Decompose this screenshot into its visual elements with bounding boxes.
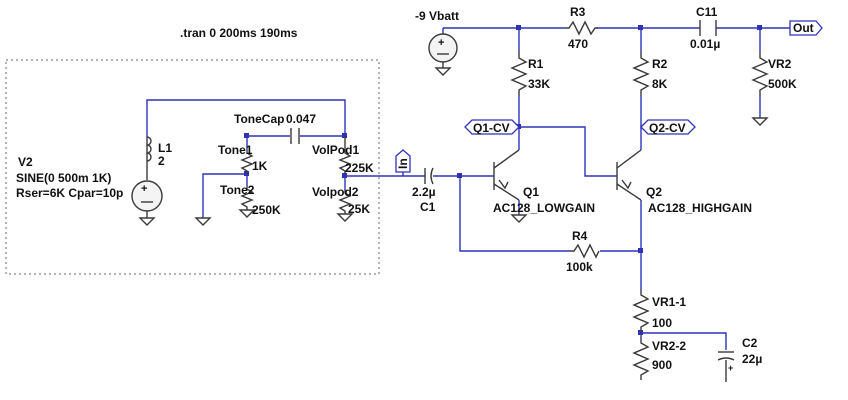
junction-r4-emitter — [638, 248, 643, 253]
junction-tone-top — [244, 133, 249, 138]
q2-model: AC128_HIGHGAIN — [648, 201, 752, 215]
battery-symbol[interactable]: + — [428, 33, 458, 76]
ground-icon — [336, 213, 354, 222]
wire-tone-ground — [202, 173, 247, 218]
q1cv-label: Q1-CV — [473, 121, 510, 135]
wire-c2-top — [641, 332, 727, 350]
vr1-1-name: VR1-1 — [652, 295, 686, 309]
q1-name: Q1 — [523, 185, 539, 199]
junction-q1-base — [457, 173, 462, 178]
volpod2-name: Volpod2 — [312, 185, 359, 199]
q2-transistor[interactable] — [616, 149, 642, 201]
q1-model: AC128_LOWGAIN — [493, 201, 595, 215]
r1-resistor[interactable] — [510, 52, 528, 96]
r2-resistor[interactable] — [632, 52, 650, 96]
junction-volpod-top — [342, 133, 347, 138]
vr1-1-resistor[interactable] — [632, 290, 650, 333]
v2-value: SINE(0 500m 1K) — [16, 171, 111, 185]
vr2-2-resistor[interactable] — [632, 338, 650, 380]
q2cv-netflag[interactable]: Q2-CV — [640, 119, 696, 135]
junction-r2-rail — [638, 25, 643, 30]
c11-name: C11 — [696, 5, 718, 19]
inductor-l1-icon — [146, 136, 152, 162]
tone1-resistor[interactable] — [240, 150, 254, 174]
in-label: In — [396, 158, 410, 169]
volpod1-name: VolPod1 — [312, 143, 359, 157]
svg-text:+: + — [438, 37, 444, 49]
r4-resistor[interactable] — [570, 243, 600, 259]
c2-capacitor[interactable]: + — [717, 351, 735, 382]
q2-name: Q2 — [646, 185, 662, 199]
vr2-name: VR2 — [768, 57, 792, 71]
svg-text:+: + — [728, 363, 733, 373]
vr2-resistor[interactable] — [751, 52, 769, 96]
in-netflag[interactable]: In — [395, 149, 411, 176]
battery-label: -9 Vbatt — [415, 9, 459, 23]
tonecap-capacitor[interactable] — [290, 128, 300, 144]
volpod2-value: 25K — [348, 202, 370, 216]
r3-resistor[interactable] — [565, 20, 598, 36]
r4-value: 100k — [566, 260, 593, 274]
l1-name: L1 — [158, 141, 172, 155]
svg-text:+: + — [141, 183, 147, 195]
ground-icon — [434, 67, 452, 76]
v2-name: V2 — [18, 155, 33, 169]
r1-name: R1 — [528, 57, 544, 71]
tone2-resistor[interactable] — [240, 186, 254, 210]
v2-params: Rser=6K Cpar=10p — [16, 186, 123, 200]
r2-name: R2 — [652, 57, 668, 71]
wire-l1-top — [146, 99, 346, 137]
c2-value: 22µ — [742, 352, 762, 366]
r4-name: R4 — [572, 229, 588, 243]
q1cv-netflag[interactable]: Q1-CV — [464, 119, 520, 135]
wire-q1cv — [515, 126, 617, 177]
r2-value: 8K — [652, 77, 668, 91]
junction-volpod-wiper — [342, 173, 347, 178]
q2cv-label: Q2-CV — [649, 121, 686, 135]
volpod1-value: 225K — [345, 161, 374, 175]
c2-name: C2 — [742, 336, 758, 350]
tone2-value: 250K — [252, 203, 281, 217]
r3-value: 470 — [568, 37, 588, 51]
v2-source-symbol[interactable]: + — [131, 136, 163, 226]
out-netflag[interactable]: Out — [789, 20, 823, 36]
junction-r1-rail — [516, 25, 521, 30]
vr2-value: 500K — [768, 77, 797, 91]
r1-value: 33K — [528, 77, 550, 91]
ground-icon — [751, 117, 769, 126]
ground-icon — [238, 209, 256, 218]
tonecap-name: ToneCap — [234, 112, 284, 126]
out-label: Out — [793, 21, 814, 35]
c11-capacitor[interactable] — [699, 20, 717, 36]
junctions — [244, 25, 762, 335]
c1-value: 2.2µ — [412, 185, 436, 199]
tone1-value: 1K — [252, 159, 268, 173]
vr2-2-value: 900 — [652, 358, 672, 372]
wire-r4-left — [459, 176, 570, 252]
tone2-name: Tone2 — [220, 183, 255, 197]
volpod2-resistor[interactable] — [338, 190, 352, 214]
tonecap-value: 0.047 — [286, 112, 316, 126]
tran-directive: .tran 0 200ms 190ms — [180, 26, 298, 40]
input-section-box — [5, 59, 380, 275]
junction-vr2-out — [757, 25, 762, 30]
r3-name: R3 — [570, 5, 586, 19]
tone1-name: Tone1 — [218, 143, 253, 157]
c11-value: 0.01µ — [690, 37, 720, 51]
ground-icon — [194, 217, 212, 226]
volpod1-resistor[interactable] — [338, 150, 352, 174]
l1-value: 2 — [158, 154, 165, 168]
vr1-1-value: 100 — [652, 316, 672, 330]
ground-icon — [510, 214, 528, 223]
c1-name: C1 — [420, 200, 436, 214]
ground-icon — [138, 217, 156, 226]
vr2-2-name: VR2-2 — [652, 339, 686, 353]
q1-transistor[interactable] — [493, 149, 528, 223]
c1-capacitor[interactable] — [424, 167, 434, 185]
